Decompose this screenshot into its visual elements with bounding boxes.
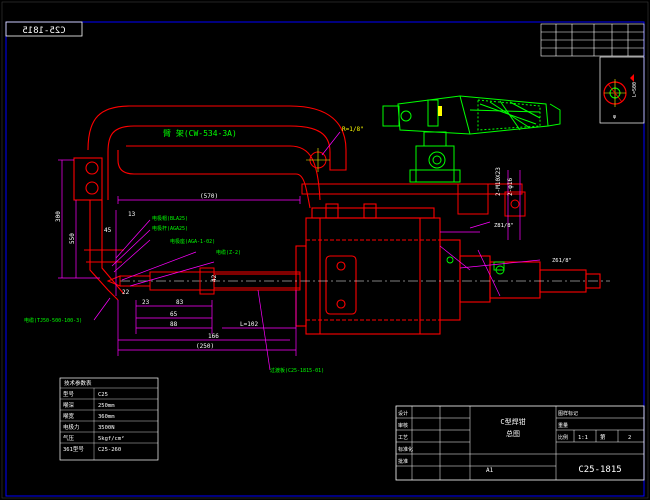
angle2-label: Z61/8" xyxy=(552,258,572,264)
dim-250: (250) xyxy=(196,343,214,350)
dim-570: (570) xyxy=(200,193,218,200)
title-block-left-label: 工艺 xyxy=(398,435,408,441)
dim-13: 13 xyxy=(128,211,136,218)
spec-row-value: 3500N xyxy=(98,425,115,431)
dimension-texts: (570) 13 300 550 45 22 23 83 65 88 166 (… xyxy=(55,167,514,350)
tip1-callout: 电极帽(BLA25) xyxy=(152,215,188,222)
title-block-left-label: 审核 xyxy=(398,422,408,429)
detail-view: L=500 φ xyxy=(599,56,645,124)
spec-table: 技术参数表 型号 C25 喉深 250mm 喉宽 360mm 电极力 3500N 气压 5kgf/… xyxy=(59,377,159,461)
sheet-frame xyxy=(5,21,645,497)
dim-23: 23 xyxy=(142,299,150,306)
green-details xyxy=(446,256,505,275)
electrode-rod xyxy=(106,267,301,295)
title-block-right-label: 图样标记 xyxy=(558,410,578,417)
spec-row-label: 气压 xyxy=(63,434,75,442)
revision-table xyxy=(540,23,645,57)
angle-labels: Z81/8" Z61/8" xyxy=(494,223,572,264)
title-block: C型焊钳 总图 A1 1:1 第 2 C25-1815 设计审核工艺标准化批准 … xyxy=(395,405,645,481)
lower-callout: 过渡板(C25-1815-01) xyxy=(270,367,324,374)
title-block-right-label: 重量 xyxy=(558,422,568,429)
arm-callout: 臂 架(CW-534-3A) xyxy=(163,128,237,138)
dim-v1: 2-φ16 xyxy=(507,178,514,196)
detail-dim-v3: L=500 xyxy=(632,82,638,97)
handle-assembly xyxy=(382,95,561,183)
angle1-label: Z81/8" xyxy=(494,223,514,229)
dim-88: 88 xyxy=(170,321,178,328)
dim-42: 42 xyxy=(211,274,218,282)
spec-row-value: 5kgf/cm² xyxy=(98,435,125,442)
spec-row-label: 型号 xyxy=(63,390,75,398)
tip2-callout: 电极杆(AGA25) xyxy=(152,225,188,232)
dim-22: 22 xyxy=(122,289,130,296)
spec-row-value: 360mm xyxy=(98,414,115,420)
dim-l102: L=102 xyxy=(240,321,258,328)
detail-dim-b: φ xyxy=(613,114,616,120)
dim-83: 83 xyxy=(176,299,184,306)
handle-yellow-mark xyxy=(438,106,442,116)
spec-row-value: 250mm xyxy=(98,403,115,409)
dim-166: 166 xyxy=(208,333,219,340)
spec-row-label: 喉深 xyxy=(63,401,75,409)
title-block-right-label: 比例 xyxy=(558,434,568,441)
radius-label: R=1/8" xyxy=(342,126,364,133)
drawing-number-mirrored: C25-1815 xyxy=(22,26,65,36)
view-scale: 1:1 xyxy=(578,435,588,441)
cylinder-body xyxy=(295,203,601,335)
title-line1: C型焊钳 xyxy=(500,417,525,426)
dim-550: 550 xyxy=(69,233,76,244)
spec-row-label: 喉宽 xyxy=(63,412,75,420)
callout-labels: 电极帽(BLA25) 电极杆(AGA25) 电极座(AGA-1-02) 电缆(Z… xyxy=(24,215,324,374)
spec-row-value: C25-260 xyxy=(98,447,121,453)
dim-300: 300 xyxy=(55,211,62,222)
title-line2: 总图 xyxy=(506,429,520,438)
spec-title: 技术参数表 xyxy=(64,379,92,387)
dim-65: 65 xyxy=(170,311,178,318)
sheet-label: 第 xyxy=(600,433,606,441)
radius-mark: R=1/8" xyxy=(306,126,364,172)
sheet-number: 2 xyxy=(628,435,631,441)
upper-block xyxy=(301,183,526,217)
spec-row-label: 电极力 xyxy=(63,423,80,431)
spec-row-value: C25 xyxy=(98,392,108,398)
drawing-number: C25-1815 xyxy=(578,465,621,475)
top-left-number-box: C25-1815 xyxy=(5,21,83,37)
dim-45: 45 xyxy=(104,227,112,234)
tip3-callout: 电极座(AGA-1-02) xyxy=(170,238,215,245)
title-block-left-label: 批准 xyxy=(398,458,408,465)
c-arm xyxy=(73,105,347,301)
dimension-lines xyxy=(58,159,541,371)
spec-row-label: 361型号 xyxy=(63,445,84,453)
scale-label: A1 xyxy=(486,467,494,474)
tip4-callout: 电缆(Z-2) xyxy=(216,249,241,256)
title-block-left-label: 设计 xyxy=(398,410,408,417)
title-block-left-label: 标准化 xyxy=(398,446,413,453)
dim-v2: 2-M10X23 xyxy=(495,167,502,196)
cable-callout: 电缆(TJ50-500-100-3) xyxy=(24,317,82,324)
